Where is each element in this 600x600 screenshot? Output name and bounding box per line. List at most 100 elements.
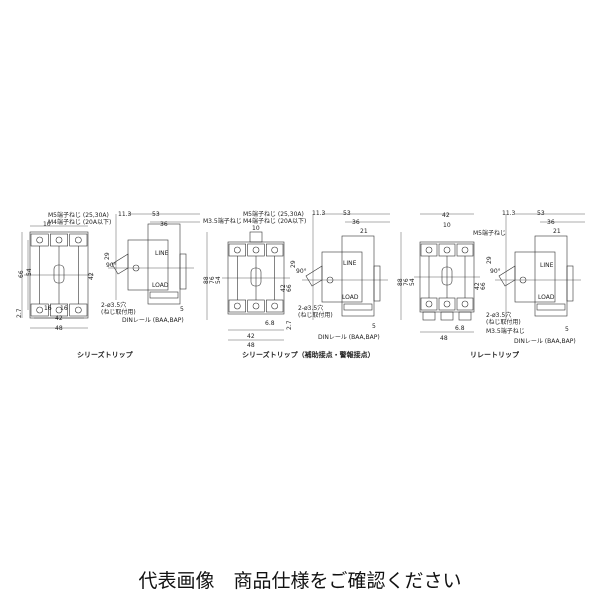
- terminal-block: [456, 297, 474, 311]
- terminal-block: [69, 233, 88, 247]
- terminal-screw: [75, 306, 82, 314]
- label: 53: [537, 210, 545, 217]
- label: 11.3: [502, 210, 516, 217]
- terminal-screw: [443, 300, 451, 308]
- label: M5端子ねじ: [473, 230, 506, 237]
- label: LINE: [343, 260, 357, 267]
- label: 36: [160, 221, 168, 228]
- aux-terminal: [422, 311, 436, 321]
- label: 2.7: [286, 320, 293, 330]
- label: 90°: [490, 268, 501, 275]
- terminal-screw: [55, 306, 63, 314]
- terminal-block: [69, 303, 88, 317]
- label: 90°: [106, 262, 117, 269]
- terminal-screw: [75, 236, 82, 244]
- label: 54: [409, 278, 416, 286]
- toggle-handle: [441, 266, 453, 286]
- label: 29: [486, 256, 493, 264]
- terminal-block: [50, 233, 68, 247]
- label: 2.7: [16, 308, 23, 318]
- label: 29: [290, 260, 297, 268]
- caption-series-trip: シリーズトリップ: [77, 351, 133, 359]
- label: 10: [252, 225, 260, 232]
- label: 90°: [296, 268, 307, 275]
- toggle-handle: [250, 267, 262, 287]
- aux-terminal: [458, 311, 472, 321]
- terminal-block: [30, 233, 49, 247]
- label: (ねじ取付用): [486, 319, 521, 326]
- label: 54: [215, 276, 222, 284]
- label: LOAD: [538, 294, 555, 301]
- din-rail: [566, 265, 574, 302]
- label: DINレール (BAA,BAP): [514, 338, 576, 345]
- label: 66: [286, 284, 293, 292]
- terminal-screw: [271, 246, 278, 254]
- label: 5: [372, 323, 376, 330]
- label: 36: [352, 219, 360, 226]
- label: 6.8: [265, 320, 275, 327]
- label: 53: [152, 211, 160, 218]
- din-rail: [373, 265, 381, 302]
- label: 5: [565, 326, 569, 333]
- label: 16: [44, 305, 52, 312]
- caption-relay-trip: リレートリップ: [470, 351, 519, 359]
- label: M4端子ねじ (20A以下): [243, 218, 307, 225]
- label: LINE: [540, 262, 554, 269]
- terminal-block: [438, 297, 456, 311]
- label: LOAD: [342, 294, 359, 301]
- handle: [305, 265, 323, 287]
- label: DINレール (BAA,BAP): [318, 334, 380, 341]
- label: 10: [443, 222, 451, 229]
- label: DINレール (BAA,BAP): [122, 317, 184, 324]
- label: 5: [180, 306, 184, 313]
- terminal-block: [228, 299, 246, 313]
- handle: [498, 265, 516, 287]
- terminal-screw: [425, 246, 433, 254]
- label: 21: [553, 228, 561, 235]
- label: 53: [343, 210, 351, 217]
- label: 48: [247, 342, 255, 349]
- label: 66: [480, 282, 487, 290]
- terminal-block: [420, 297, 438, 311]
- label: 42: [55, 315, 63, 322]
- label: 11.3: [118, 211, 132, 218]
- terminal-screw: [252, 302, 260, 310]
- terminal-block: [247, 243, 265, 257]
- label: 54: [26, 268, 33, 276]
- label: (ねじ取付用): [298, 312, 333, 319]
- label: 2-ø3.5穴: [486, 312, 512, 319]
- clip: [343, 303, 373, 311]
- terminal-screw: [55, 236, 63, 244]
- terminal-block: [228, 243, 246, 257]
- label: M5端子ねじ (25,30A): [243, 211, 304, 218]
- label: 2-ø3.5穴: [101, 302, 127, 309]
- label: 29: [104, 252, 111, 260]
- label: LINE: [155, 250, 169, 257]
- terminal-screw: [425, 300, 433, 308]
- label: M4端子ねじ (20A以下): [48, 219, 112, 226]
- clip: [536, 303, 566, 311]
- label: LOAD: [152, 282, 169, 289]
- terminal-block: [420, 243, 438, 257]
- terminal-screw: [36, 236, 43, 244]
- label: 2-ø3.5穴: [298, 305, 324, 312]
- terminal-block: [266, 299, 284, 313]
- label: 42: [442, 212, 450, 219]
- label: M3.5端子ねじ: [203, 218, 242, 225]
- terminal-screw: [461, 300, 469, 308]
- terminal-screw: [271, 302, 278, 310]
- label: 66: [18, 270, 25, 278]
- label: 10: [43, 221, 51, 228]
- terminal-block: [438, 243, 456, 257]
- label: 11.3: [312, 210, 326, 217]
- terminal-screw: [234, 246, 241, 254]
- label: 42: [88, 272, 95, 280]
- handle: [111, 253, 129, 275]
- label: M3.5端子ねじ: [486, 328, 525, 335]
- din-rail: [179, 253, 187, 290]
- toggle-handle: [53, 264, 65, 284]
- label: 42: [247, 333, 255, 340]
- terminal-screw: [36, 306, 43, 314]
